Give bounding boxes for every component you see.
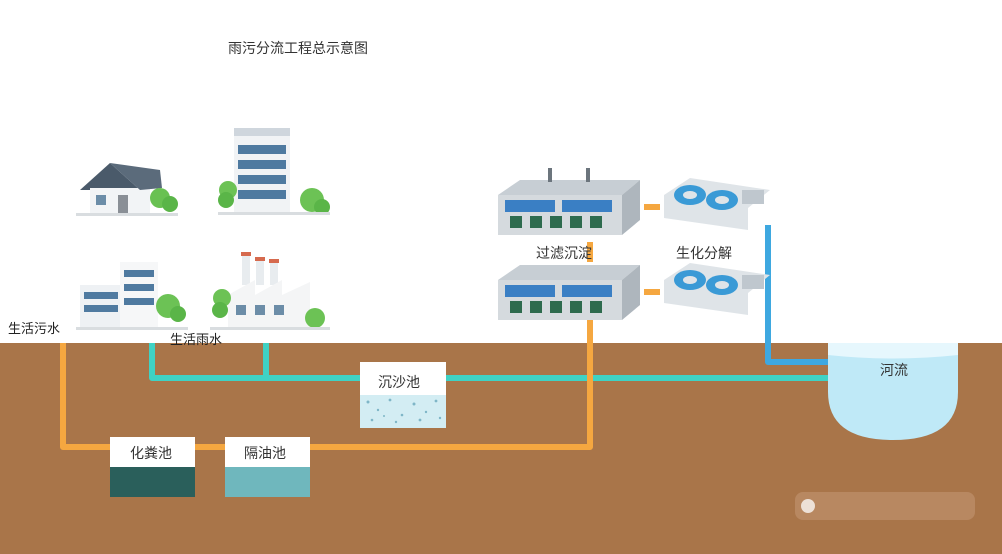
bio-tank-top	[664, 178, 770, 230]
residential-building	[76, 262, 188, 330]
oil-separator-tank	[225, 437, 310, 497]
river-basin	[828, 343, 958, 440]
label-grit-tank: 沉沙池	[378, 375, 420, 391]
bio-tank-bottom	[664, 263, 770, 315]
watermark-blur	[795, 492, 975, 520]
diagram-title: 雨污分流工程总示意图	[228, 41, 368, 57]
label-filter-sediment: 过滤沉淀	[536, 246, 592, 262]
grit-tank	[360, 362, 446, 428]
label-domestic-rain: 生活雨水	[170, 333, 223, 348]
house-building	[76, 163, 178, 216]
sewage-pipe	[60, 204, 660, 450]
label-septic-tank: 化粪池	[130, 446, 172, 462]
office-building	[218, 128, 330, 215]
label-oil-separator: 隔油池	[244, 446, 286, 462]
filter-sediment-unit-top	[498, 168, 640, 235]
label-bio-decompose: 生化分解	[676, 246, 732, 262]
label-river: 河流	[880, 363, 908, 379]
rain-pipe	[149, 343, 828, 381]
filter-sediment-unit-bottom	[498, 265, 640, 320]
factory-building	[210, 252, 330, 330]
label-domestic-sewage: 生活污水	[8, 322, 61, 337]
septic-tank	[110, 437, 195, 497]
treated-water-pipe	[765, 225, 828, 365]
watermark-icon	[801, 499, 815, 513]
river-surface	[828, 343, 958, 359]
